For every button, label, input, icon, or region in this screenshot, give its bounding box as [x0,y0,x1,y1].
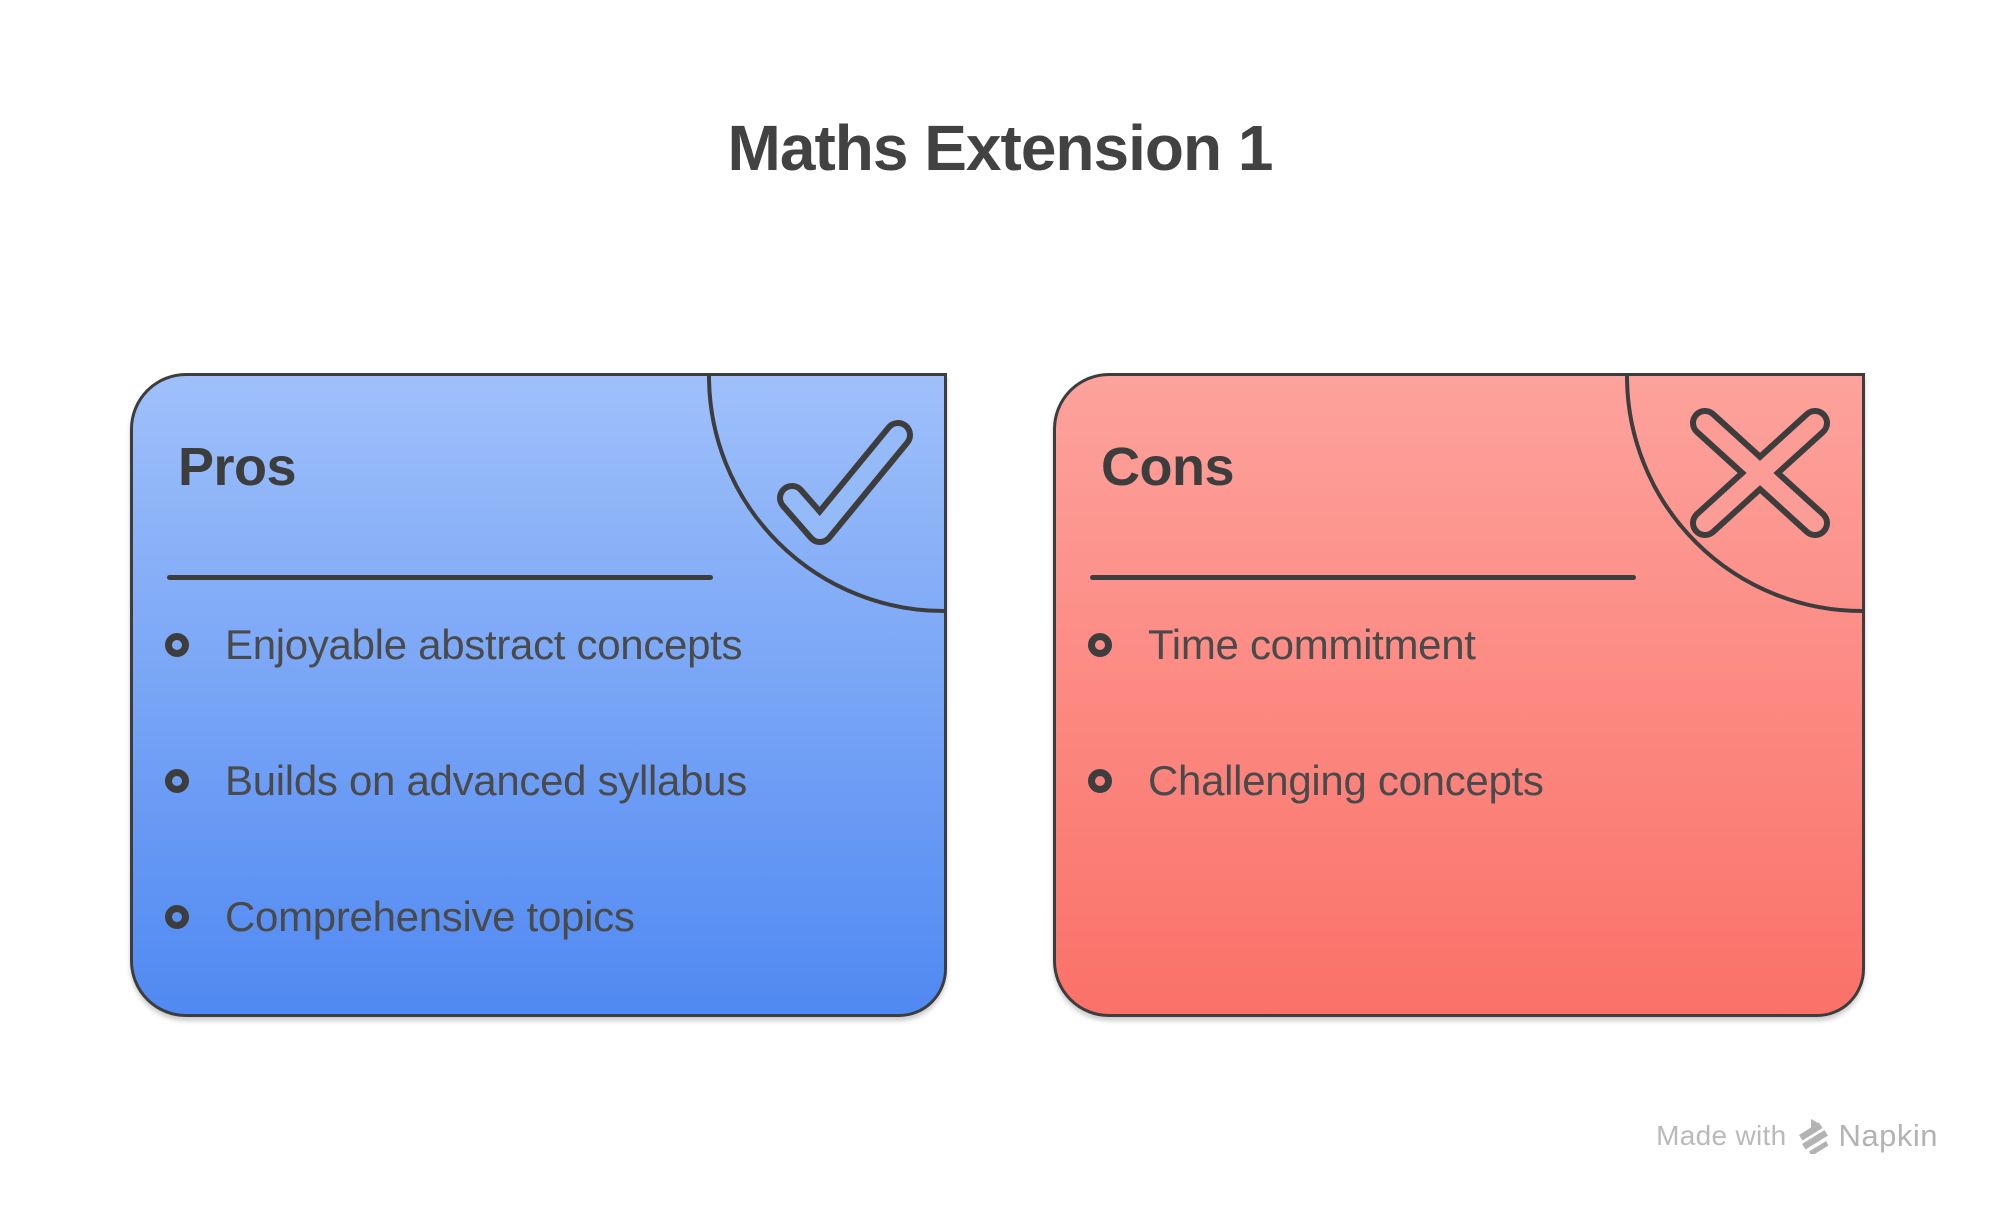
watermark-prefix: Made with [1656,1120,1787,1151]
item-label: Time commitment [1148,621,1476,668]
circle-bullet-icon [1088,633,1112,657]
cons-corner-decoration [1625,375,1863,613]
list-item: Comprehensive topics [165,895,635,939]
pros-card: Pros Enjoyable abstract concepts Builds … [130,373,947,1017]
pros-heading: Pros [178,437,297,497]
circle-bullet-icon [165,905,189,929]
check-icon [777,420,913,545]
cons-heading: Cons [1101,437,1235,497]
list-item: Time commitment [1088,623,1476,667]
circle-bullet-icon [165,633,189,657]
diagram-title: Maths Extension 1 [727,112,1274,184]
circle-bullet-icon [1088,769,1112,793]
list-item: Enjoyable abstract concepts [165,621,743,668]
circle-bullet-icon [165,769,189,793]
list-item: Challenging concepts [1088,759,1544,803]
napkin-logo-icon [1798,1119,1828,1154]
corner-arc [1625,375,1863,613]
item-label: Enjoyable abstract concepts [225,621,743,668]
watermark-brand: Napkin [1838,1118,1938,1153]
x-icon [1690,408,1830,538]
pros-corner-decoration [707,375,945,613]
napkin-watermark[interactable]: Made with Napkin [1656,1116,1938,1156]
item-label: Comprehensive topics [225,893,635,940]
item-label: Builds on advanced syllabus [225,757,747,804]
corner-arc [707,375,945,613]
cons-card: Cons Time commitment Challenging concept… [1053,373,1865,1017]
cons-divider [1090,575,1636,580]
list-item: Builds on advanced syllabus [165,759,747,803]
pros-divider [167,575,713,580]
item-label: Challenging concepts [1148,757,1544,804]
